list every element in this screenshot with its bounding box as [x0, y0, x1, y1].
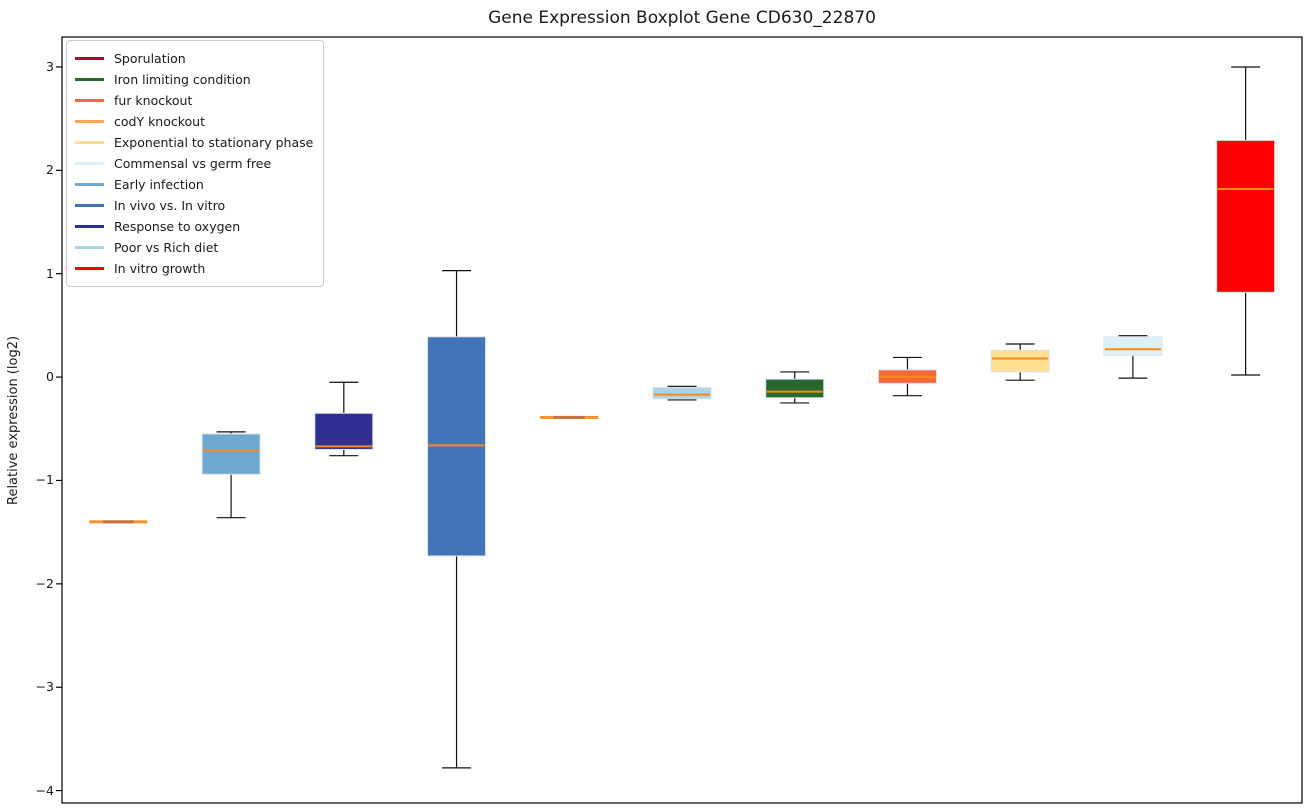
- legend-label: In vitro growth: [114, 261, 206, 276]
- legend-label: In vivo vs. In vitro: [114, 198, 226, 213]
- y-tick-label: −3: [35, 679, 54, 695]
- legend-line-swatch: [75, 78, 104, 81]
- box-3: [427, 336, 487, 557]
- legend-label: fur knockout: [114, 93, 193, 108]
- box-10: [1216, 139, 1276, 293]
- flat-box-center-0: [102, 520, 134, 524]
- chart-title: Gene Expression Boxplot Gene CD630_22870: [488, 8, 876, 28]
- legend-item: Early infection: [75, 174, 313, 195]
- legend-line-swatch: [75, 57, 104, 60]
- legend-item: In vitro growth: [75, 258, 313, 279]
- legend-label: Response to oxygen: [114, 219, 241, 234]
- legend-label: Exponential to stationary phase: [114, 135, 314, 150]
- box-6: [765, 378, 825, 399]
- box-2: [314, 412, 374, 450]
- legend-item: codY knockout: [75, 111, 313, 132]
- legend-item: In vivo vs. In vitro: [75, 195, 313, 216]
- legend-label: Sporulation: [114, 51, 186, 66]
- y-tick-label: 2: [46, 162, 54, 178]
- y-tick-label: 0: [46, 369, 54, 385]
- legend-item: Response to oxygen: [75, 216, 313, 237]
- legend-line-swatch: [75, 183, 104, 186]
- plot-border: [61, 36, 1303, 804]
- box-9: [1103, 336, 1163, 356]
- box-5: [652, 386, 712, 400]
- legend-label: Commensal vs germ free: [114, 156, 272, 171]
- flat-box-center-4: [553, 415, 585, 419]
- legend-item: Commensal vs germ free: [75, 153, 313, 174]
- legend-line-swatch: [75, 141, 104, 144]
- legend-label: codY knockout: [114, 114, 206, 129]
- legend-item: fur knockout: [75, 90, 313, 111]
- legend-line-swatch: [75, 120, 104, 123]
- y-tick-label: −1: [35, 472, 54, 488]
- legend-line-swatch: [75, 246, 104, 249]
- box-8: [990, 349, 1050, 373]
- y-tick-label: 3: [46, 58, 54, 74]
- y-tick-label: 1: [46, 265, 54, 281]
- box-1: [201, 433, 261, 475]
- legend-label: Early infection: [114, 177, 204, 192]
- legend-item: Sporulation: [75, 48, 313, 69]
- legend-item: Exponential to stationary phase: [75, 132, 313, 153]
- legend-line-swatch: [75, 267, 104, 270]
- legend-line-swatch: [75, 225, 104, 228]
- legend-line-swatch: [75, 99, 104, 102]
- legend-item: Iron limiting condition: [75, 69, 313, 90]
- y-tick-label: −4: [35, 782, 54, 798]
- legend-line-swatch: [75, 204, 104, 207]
- y-tick-label: −2: [35, 575, 54, 591]
- legend-line-swatch: [75, 162, 104, 165]
- legend-label: Iron limiting condition: [114, 72, 251, 87]
- legend-item: Poor vs Rich diet: [75, 237, 313, 258]
- legend-label: Poor vs Rich diet: [114, 240, 219, 255]
